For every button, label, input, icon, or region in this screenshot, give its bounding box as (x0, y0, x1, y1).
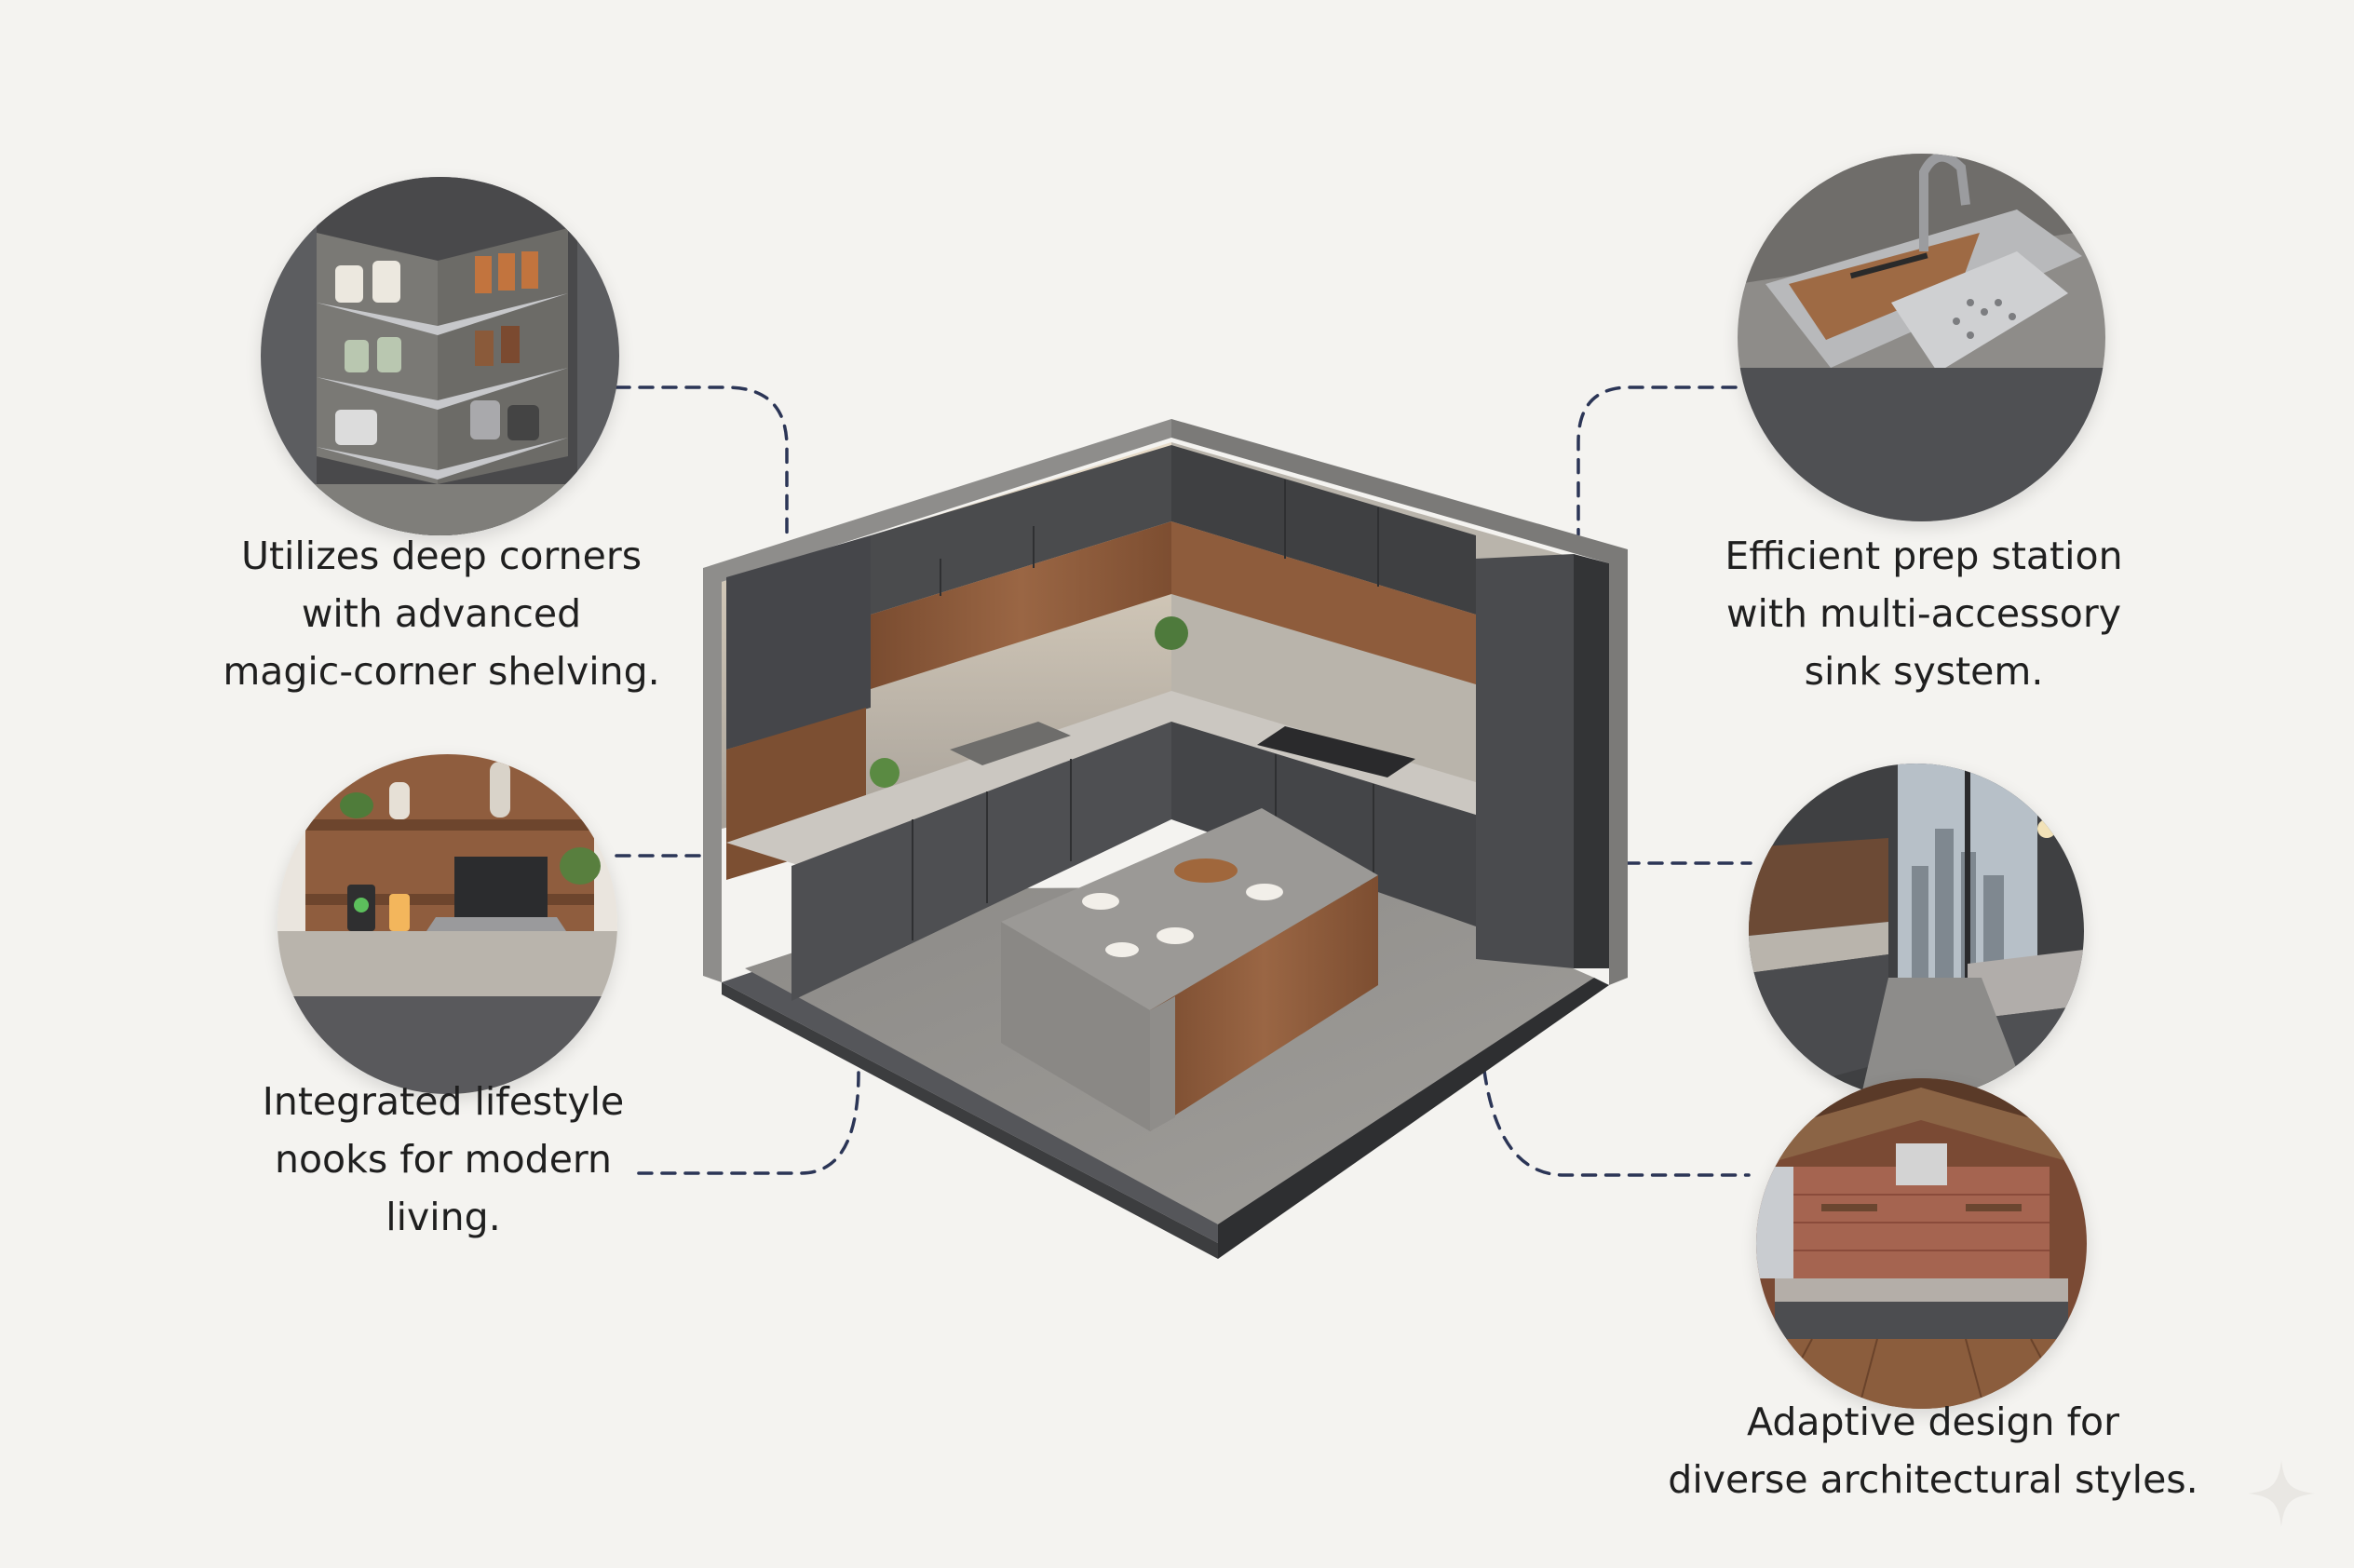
prep-station-photo (1738, 154, 2105, 521)
sparkle-icon (2248, 1460, 2315, 1527)
caption-lifestyle-nooks: Integrated lifestyle nooks for modern li… (220, 1073, 667, 1246)
connector-adaptive-rustic (1482, 1069, 1751, 1177)
caption-line: Integrated lifestyle (262, 1079, 625, 1124)
caption-line: magic-corner shelving. (223, 649, 660, 694)
caption-line: Utilizes deep corners (240, 534, 643, 578)
caption-line: diverse architectural styles. (1668, 1457, 2198, 1502)
caption-line: with advanced (301, 591, 582, 636)
caption-prep-station: Efficient prep station with multi-access… (1700, 527, 2147, 700)
corner-shelving-photo (261, 177, 619, 535)
caption-line: nooks for modern (274, 1137, 613, 1182)
caption-line: with multi-accessory (1726, 591, 2121, 636)
caption-corner-shelving: Utilizes deep corners with advanced magi… (218, 527, 665, 700)
connector-corner-shelving (615, 385, 789, 536)
connector-prep-station (1576, 385, 1738, 536)
connector-lifestyle-nooks-lower (633, 1071, 860, 1175)
caption-line: living. (386, 1195, 501, 1239)
caption-line: Adaptive design for (1747, 1399, 2119, 1444)
caption-adaptive-design: Adaptive design for diverse architectura… (1635, 1393, 2231, 1508)
rustic-kitchen-photo (1756, 1078, 2087, 1409)
caption-line: sink system. (1804, 649, 2044, 694)
lifestyle-nook-photo (277, 754, 617, 1094)
urban-kitchen-photo (1749, 764, 2084, 1099)
caption-line: Efficient prep station (1725, 534, 2123, 578)
